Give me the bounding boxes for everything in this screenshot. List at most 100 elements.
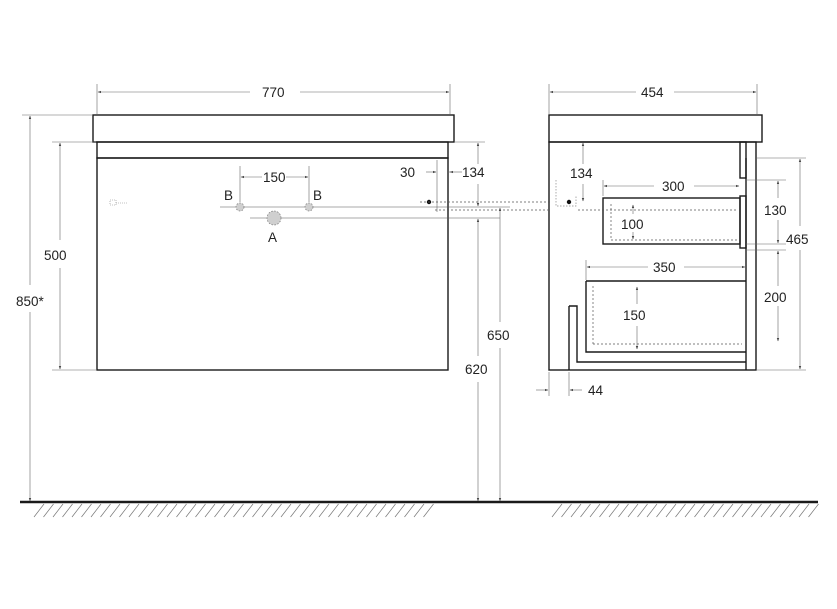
hatch-line — [185, 503, 197, 518]
hatch-line — [741, 503, 753, 518]
lower-drawer-front-dimension: 200 — [764, 290, 787, 305]
lower-drawer-depth-dimension: 350 — [653, 260, 676, 275]
side-upper-drawer-front — [739, 195, 747, 249]
hatch-line — [90, 503, 102, 518]
hatch-line — [347, 503, 358, 518]
front-width-dimension: 770 — [262, 85, 285, 100]
hatch-line — [770, 503, 781, 518]
hatch-line — [694, 503, 705, 518]
lower-drawer-inner-dimension: 150 — [623, 308, 646, 323]
floor-hatch-left — [33, 503, 434, 518]
hatch-line — [637, 503, 648, 518]
hatch-line — [703, 503, 715, 518]
side-cabinet-body — [548, 141, 757, 371]
hatch-line — [366, 503, 377, 518]
hatch-line — [599, 503, 610, 518]
drain-height-dimension: 620 — [465, 362, 488, 377]
hatch-line — [385, 503, 396, 518]
hatch-line — [356, 503, 368, 518]
drain-a-icon — [266, 210, 282, 226]
hatch-line — [608, 503, 620, 518]
hatch-line — [779, 503, 791, 518]
hatch-line — [570, 503, 582, 518]
front-view: B B A 770 500 850* 150 30 — [16, 84, 510, 502]
hatch-line — [675, 503, 686, 518]
hatch-line — [109, 503, 121, 518]
outlet-b-left-icon — [235, 202, 245, 212]
hatch-line — [309, 503, 320, 518]
front-countertop — [92, 114, 455, 143]
hatch-line — [157, 503, 168, 518]
hatch-line — [223, 503, 235, 518]
hatch-line — [589, 503, 601, 518]
side-countertop — [548, 114, 763, 143]
outlet-height-dimension: 650 — [487, 328, 510, 343]
hatch-line — [394, 503, 406, 518]
outlet-b-left-label: B — [224, 188, 233, 203]
hatch-line — [195, 503, 206, 518]
siphon-icon — [555, 180, 577, 207]
hatch-line — [646, 503, 658, 518]
hatch-line — [52, 503, 64, 518]
hatch-line — [81, 503, 92, 518]
hatch-line — [798, 503, 810, 518]
upper-drawer-depth-dimension: 300 — [662, 179, 685, 194]
hatch-line — [318, 503, 330, 518]
hatch-line — [62, 503, 73, 518]
hatch-line — [808, 503, 819, 518]
side-top-offset-dimension: 134 — [570, 166, 593, 181]
hatch-line — [713, 503, 724, 518]
side-view: 454 134 300 100 130 465 350 15 — [420, 84, 809, 398]
hatch-line — [684, 503, 696, 518]
hatch-line — [751, 503, 762, 518]
hatch-line — [665, 503, 677, 518]
drain-a-label: A — [268, 230, 277, 245]
side-lower-drawer — [585, 280, 746, 353]
hatch-line — [299, 503, 311, 518]
hatch-line — [551, 503, 563, 518]
front-body-height-dimension: 500 — [44, 248, 67, 263]
hatch-line — [627, 503, 639, 518]
handle-marker-icon — [109, 199, 127, 206]
front-cabinet-body — [96, 157, 449, 371]
hatch-line — [204, 503, 216, 518]
hatch-line — [43, 503, 54, 518]
hatch-line — [337, 503, 349, 518]
hatch-line — [760, 503, 772, 518]
hatch-line — [176, 503, 187, 518]
hatch-line — [404, 503, 415, 518]
side-offset-dimension: 30 — [400, 165, 415, 180]
side-upper-drawer — [602, 197, 741, 245]
hatch-line — [280, 503, 292, 518]
hatch-line — [138, 503, 149, 518]
hatch-line — [732, 503, 743, 518]
front-apron — [96, 141, 449, 159]
upper-drawer-front-dimension: 130 — [764, 203, 787, 218]
floor — [20, 500, 819, 518]
hatch-line — [242, 503, 254, 518]
outlet-spacing-dimension: 150 — [263, 170, 286, 185]
hatch-line — [423, 503, 434, 518]
hatch-line — [252, 503, 263, 518]
upper-drawer-inner-dimension: 100 — [621, 217, 644, 232]
hatch-line — [561, 503, 572, 518]
hatch-line — [656, 503, 667, 518]
hatch-line — [71, 503, 83, 518]
outlet-b-right-icon — [304, 202, 314, 212]
hatch-line — [290, 503, 301, 518]
hatch-line — [413, 503, 425, 518]
hatch-line — [618, 503, 629, 518]
total-front-dimension: 465 — [786, 232, 809, 247]
hatch-line — [328, 503, 339, 518]
hatch-line — [722, 503, 734, 518]
hatch-line — [119, 503, 130, 518]
hatch-line — [214, 503, 225, 518]
hatch-line — [166, 503, 178, 518]
hatch-line — [33, 503, 45, 518]
outlet-b-right-label: B — [313, 188, 322, 203]
side-upper-front-handle — [739, 141, 747, 179]
hatch-line — [375, 503, 387, 518]
floor-hatch-right — [551, 503, 819, 518]
side-depth-dimension: 454 — [641, 85, 664, 100]
hatch-line — [128, 503, 140, 518]
